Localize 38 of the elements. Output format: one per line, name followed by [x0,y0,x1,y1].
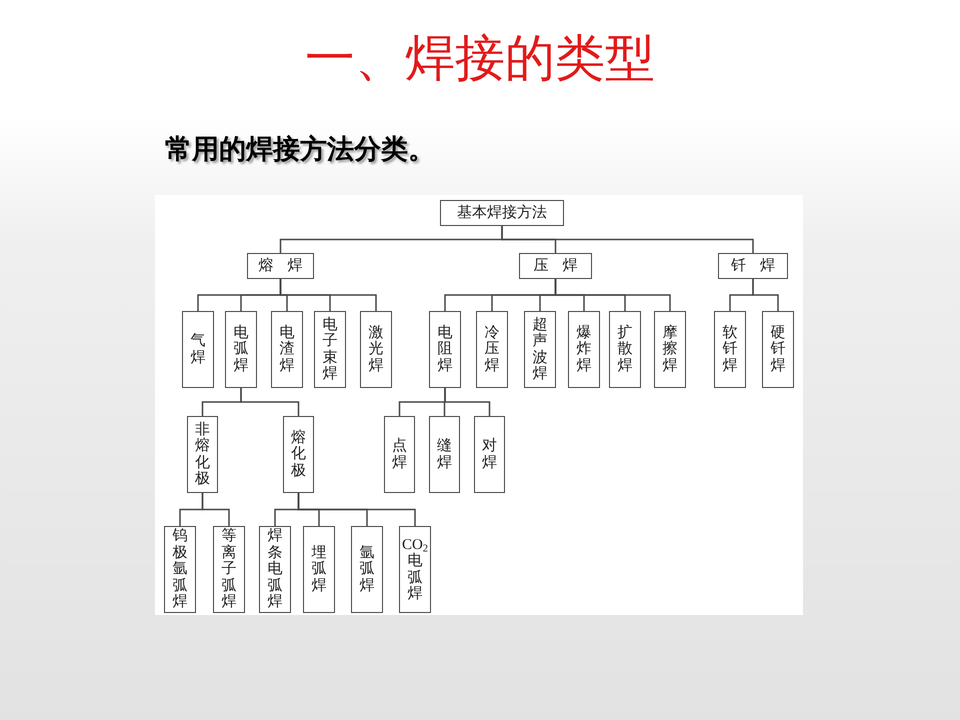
category-box: CO$_{2}$电弧焊 [399,526,431,613]
category-box: 缝焊 [429,416,460,493]
category-box: 压 焊 [519,253,592,279]
category-box: 爆炸焊 [568,311,600,388]
connector-line [240,388,300,416]
category-box: 硬钎焊 [762,311,794,388]
category-box: 摩擦焊 [654,311,686,388]
category-box: 非熔化极 [187,416,218,493]
category-box: 氩弧焊 [351,526,383,613]
category-box: 电阻焊 [429,311,461,388]
title: 一、焊接的类型 [305,29,655,88]
category-box: 超声波焊 [524,311,556,388]
category-box: 电渣焊 [271,311,303,388]
connector-line [501,226,754,253]
connector-line [554,279,671,311]
connector-line [298,493,416,526]
category-box: 焊条电弧焊 [259,526,291,613]
category-box: 对焊 [474,416,505,493]
category-box: 激光焊 [360,311,392,388]
connector-line [752,279,779,311]
category-box: 埋弧焊 [303,526,335,613]
category-box: 冷压焊 [476,311,508,388]
category-box: 软钎焊 [714,311,746,388]
connector-line [280,279,377,311]
subtitle: 常用的焊接方法分类。 [165,133,435,166]
category-box: 基本焊接方法 [440,200,564,226]
category-box: 气焊 [182,311,214,388]
category-box: 点焊 [384,416,415,493]
category-box: 电弧焊 [225,311,257,388]
category-box: 熔 焊 [247,253,314,279]
category-box: 等离子弧焊 [213,526,245,613]
category-box: 熔化极 [283,416,314,493]
category-box: 电子束焊 [314,311,346,388]
category-box: 钨极氩弧焊 [164,526,196,613]
category-box: 钎 焊 [718,253,788,279]
connector-line [202,493,230,526]
category-box: 扩散焊 [609,311,641,388]
connector-line [444,388,490,416]
